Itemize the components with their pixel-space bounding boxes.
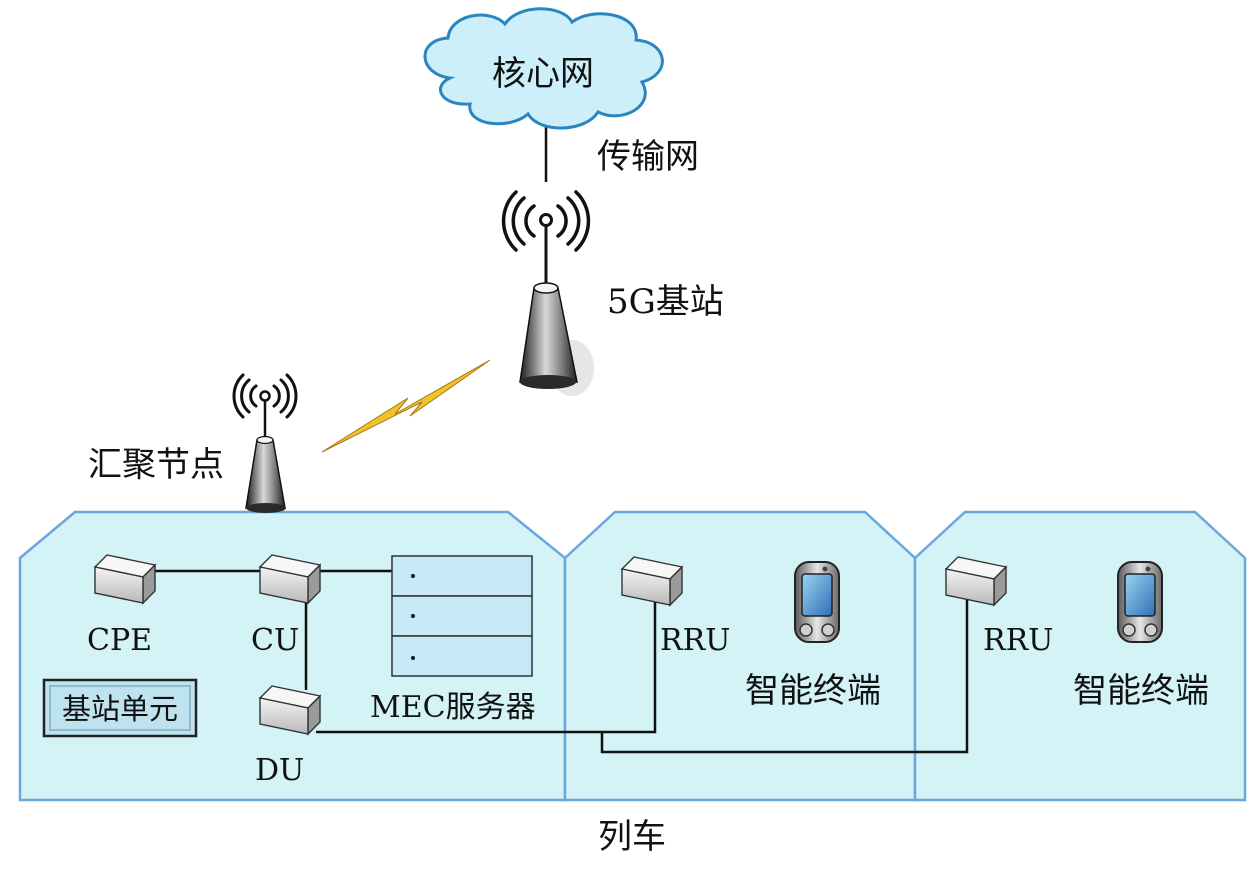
- cu-label: CU: [251, 623, 299, 658]
- wireless-link-icon: [321, 359, 491, 453]
- smart-terminal-label-car2: 智能终端: [745, 671, 881, 711]
- mec-server-icon: [391, 555, 533, 677]
- base-station-unit-legend: 基站单元: [42, 678, 198, 738]
- transport-network-label: 传输网: [597, 137, 699, 177]
- core-network-cloud: 核心网: [423, 7, 664, 130]
- train-car-3: [913, 510, 1247, 802]
- cpe-label: CPE: [87, 623, 152, 658]
- core-network-label: 核心网: [492, 54, 594, 94]
- train-label: 列车: [598, 817, 666, 857]
- rru-label-car2: RRU: [660, 623, 730, 658]
- smart-terminal-label-car3: 智能终端: [1073, 671, 1209, 711]
- wired-links: [150, 120, 969, 754]
- smart-terminal-icon-car2: [794, 561, 840, 643]
- mec-server-label: MEC服务器: [370, 690, 536, 725]
- base-station-icon: [501, 190, 594, 396]
- base-station-unit-label: 基站单元: [62, 692, 178, 726]
- rru-label-car3: RRU: [983, 623, 1053, 658]
- smart-terminal-icon-car3: [1117, 561, 1163, 643]
- train-car-2: [563, 510, 917, 802]
- aggregation-node-label: 汇聚节点: [88, 445, 224, 485]
- aggregation-node-icon: [232, 373, 298, 513]
- du-label: DU: [255, 753, 304, 788]
- train: [18, 510, 1247, 802]
- base-station-label: 5G基站: [607, 282, 724, 322]
